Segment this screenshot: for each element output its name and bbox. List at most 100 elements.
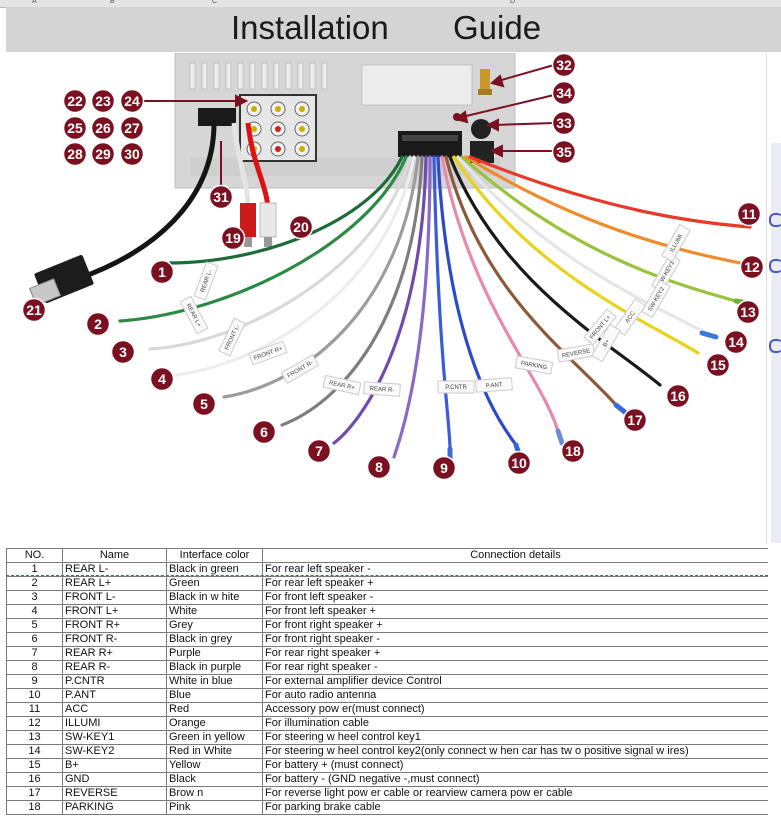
callout-badge: 10	[506, 450, 532, 476]
usb-cable	[77, 120, 217, 281]
cell-connection-details: For front right speaker +	[262, 618, 768, 633]
cell-name: ACC	[62, 702, 167, 717]
callout-number: 6	[260, 424, 268, 440]
wire-tag: REAR R+	[328, 380, 355, 391]
cell-connection-details: For parking brake cable	[262, 800, 768, 815]
callout-badge: 26	[90, 115, 116, 141]
callout-number: 18	[565, 443, 581, 459]
cell-name: REAR R-	[62, 660, 167, 675]
callout-badge: 35	[551, 139, 577, 165]
callout-badge: 4	[149, 366, 175, 392]
cell-connection-details: For rear right speaker +	[262, 646, 768, 661]
cell-no: 3	[6, 590, 63, 605]
cell-no: 17	[6, 786, 63, 801]
adjacent-image-edge	[766, 53, 781, 543]
cell-name: ILLUMI	[62, 716, 167, 731]
wire-tag: REVERSE	[562, 349, 591, 360]
callout-badge: 17	[622, 407, 648, 433]
callout-number: 28	[67, 146, 83, 162]
callout-number: 11	[742, 206, 757, 222]
callout-badge: 21	[21, 297, 47, 323]
cell-name: FRONT R-	[62, 632, 167, 647]
cell-name: FRONT R+	[62, 618, 167, 633]
cell-interface-color: Red	[166, 702, 263, 717]
callout-badge: 24	[119, 88, 145, 114]
cell-name: FRONT L-	[62, 590, 167, 605]
cell-no: 12	[6, 716, 63, 731]
header-no: NO.	[6, 548, 63, 563]
callout-number: 29	[95, 146, 111, 162]
cell-no: 1	[6, 562, 63, 577]
cell-no: 9	[6, 674, 63, 689]
callout-badge: 27	[119, 115, 145, 141]
callout-badge: 6	[251, 419, 277, 445]
wire-tag: REAR R-	[369, 386, 394, 394]
callout-badge: 14	[723, 329, 749, 355]
callout-number: 27	[124, 120, 140, 136]
wire-tag: B+	[602, 338, 611, 348]
cell-interface-color: White in blue	[166, 674, 263, 689]
callout-badge: 15	[705, 352, 731, 378]
wire-tag: P.ANT	[485, 382, 503, 389]
callout-number: 2	[94, 316, 102, 332]
cell-connection-details: For auto radio antenna	[262, 688, 768, 703]
cell-connection-details: For battery - (GND negative -,must conne…	[262, 772, 768, 787]
callout-badge: 2	[85, 311, 111, 337]
cell-no: 15	[6, 758, 63, 773]
cell-no: 6	[6, 632, 63, 647]
callout-badge: 28	[62, 141, 88, 167]
callout-badge: 31	[208, 184, 234, 210]
cell-no: 10	[6, 688, 63, 703]
cell-no: 13	[6, 730, 63, 745]
callout-badge: 33	[551, 110, 577, 136]
callout-number: 23	[95, 93, 111, 109]
callout-badge: 30	[119, 141, 145, 167]
callout-number: 31	[213, 189, 229, 205]
cell-connection-details: For illumination cable	[262, 716, 768, 731]
cell-connection-details: For battery + (must connect)	[262, 758, 768, 773]
wiring-table: NO. Name Interface color Connection deta…	[6, 548, 768, 817]
callout-badge: 3	[110, 339, 136, 365]
callout-badge: 25	[62, 115, 88, 141]
cell-name: GND	[62, 772, 167, 787]
wiring-photo: FRONT R+ FRONT R- REAR R+ REAR R- P.CNTR…	[10, 53, 766, 543]
callout-number: 10	[511, 455, 527, 471]
cell-connection-details: Accessory pow er(must connect)	[262, 702, 768, 717]
callout-number: 7	[315, 443, 323, 459]
cell-name: PARKING	[62, 800, 167, 815]
wiring-diagram: FRONT R+ FRONT R- REAR R+ REAR R- P.CNTR…	[21, 53, 765, 481]
cell-interface-color: Green	[166, 576, 263, 591]
callout-number: 30	[124, 146, 140, 162]
cell-interface-color: Black in grey	[166, 632, 263, 647]
cell-name: FRONT L+	[62, 604, 167, 619]
cell-name: SW-KEY2	[62, 744, 167, 759]
callout-number: 19	[225, 230, 241, 246]
cell-connection-details: For steering w heel control key1	[262, 730, 768, 745]
table-header-row: NO. Name Interface color Connection deta…	[6, 548, 768, 563]
cell-interface-color: Purple	[166, 646, 263, 661]
title-installation: Installation	[231, 9, 389, 46]
cell-interface-color: Grey	[166, 618, 263, 633]
cell-interface-color: Black in green	[166, 562, 263, 577]
cell-interface-color: Black in w hite	[166, 590, 263, 605]
column-letter: C	[212, 0, 218, 5]
rca-plug-icon	[231, 122, 277, 247]
callout-badge: 20	[288, 214, 314, 240]
callout-number: 8	[375, 459, 383, 475]
callout-badge: 16	[665, 383, 691, 409]
cell-interface-color: Brow n	[166, 786, 263, 801]
cell-interface-color: Orange	[166, 716, 263, 731]
callout-number: 33	[556, 115, 572, 131]
